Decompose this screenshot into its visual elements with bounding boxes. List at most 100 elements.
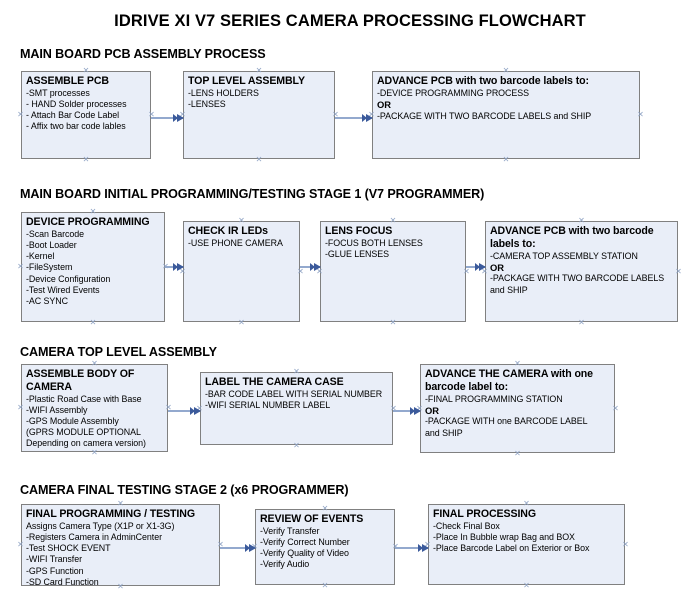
process-box-line: -Plastic Road Case with Base (26, 393, 142, 404)
process-box-line-list: -Scan Barcode-Boot Loader-Kernel-FileSys… (26, 229, 161, 307)
process-box-line: -LENS HOLDERS (188, 88, 259, 98)
process-box-line: -SD Card Function (26, 576, 99, 586)
process-box-line: -GPS Function (26, 565, 84, 576)
process-box-line: -BAR CODE LABEL WITH SERIAL NUMBER (205, 389, 383, 399)
process-box[interactable]: FINAL PROCESSING -Check Final Box-Place … (428, 504, 625, 585)
flow-arrow-7 (393, 407, 421, 415)
process-box-line: -Kernel (26, 251, 55, 262)
process-box-line-list: -FOCUS BOTH LENSES-GLUE LENSES (325, 238, 462, 260)
process-box-line: - Attach Bar Code Label (26, 110, 120, 121)
process-box-line: -PACKAGE WITH TWO BARCODE LABELS (490, 273, 665, 284)
process-box-line: -USE PHONE CAMERA (188, 238, 283, 248)
process-box-line-list: -SMT processes- HAND Solder processes- A… (26, 88, 147, 133)
process-box-line: -PACKAGE WITH one BARCODE LABEL (425, 416, 588, 427)
process-box[interactable]: LENS FOCUS-FOCUS BOTH LENSES-GLUE LENSES (320, 221, 466, 322)
process-box-line-list: -LENS HOLDERS-LENSES (188, 88, 331, 110)
process-box-line: (GPRS MODULE OPTIONAL (26, 426, 141, 437)
process-box[interactable]: DEVICE PROGRAMMING-Scan Barcode-Boot Loa… (21, 212, 165, 322)
flow-arrow-1 (151, 114, 184, 122)
process-box-line: -Scan Barcode (26, 229, 85, 239)
process-box-line: and SHIP (490, 284, 528, 295)
flow-arrow-3 (165, 263, 184, 271)
process-box-line: -FileSystem (26, 262, 73, 273)
process-box-line: -Check Final Box (433, 521, 500, 531)
process-box-title: ASSEMBLE BODY OF CAMERA (26, 368, 135, 393)
process-box-title: ASSEMBLE PCB (26, 75, 109, 87)
process-box-line: -Device Configuration (26, 273, 111, 284)
process-box-line: - HAND Solder processes (26, 99, 127, 110)
process-box-line: -GPS Module Assembly (26, 415, 119, 426)
flow-arrow-6 (168, 407, 201, 415)
flow-arrow-9 (395, 544, 429, 552)
process-box-line-list: -BAR CODE LABEL WITH SERIAL NUMBER-WIFI … (205, 389, 389, 411)
process-box-title: DEVICE PROGRAMMING (26, 216, 150, 228)
process-box-line: Assigns Camera Type (X1P or X1-3G) (26, 521, 175, 531)
process-box-line: OR (425, 404, 439, 416)
process-box-line: -WIFI Assembly (26, 404, 88, 415)
section-heading-4: CAMERA FINAL TESTING STAGE 2 (x6 PROGRAM… (20, 483, 349, 497)
process-box-title: REVIEW OF EVENTS (260, 513, 364, 525)
process-box-line: -Place Barcode Label on Exterior or Box (433, 543, 590, 554)
process-box[interactable]: REVIEW OF EVENTS-Verify Transfer-Verify … (255, 509, 395, 585)
process-box-line: -FINAL PROGRAMMING STATION (425, 393, 563, 404)
process-box-line: -SMT processes (26, 88, 90, 98)
process-box-line: -Verify Audio (260, 559, 310, 570)
process-box-title: ADVANCE PCB with two barcode labels to: (490, 225, 654, 250)
page-title: IDRIVE XI V7 SERIES CAMERA PROCESSING FL… (114, 12, 586, 30)
process-box-title: CHECK IR LEDs (188, 225, 268, 237)
section-heading-2: MAIN BOARD INITIAL PROGRAMMING/TESTING S… (20, 187, 485, 201)
process-box[interactable]: CHECK IR LEDs-USE PHONE CAMERA (183, 221, 300, 322)
section-heading-3: CAMERA TOP LEVEL ASSEMBLY (20, 345, 217, 359)
process-box-title: ADVANCE PCB with two barcode labels to: (377, 75, 589, 87)
flow-arrow-5 (466, 263, 486, 271)
process-box-line: -CAMERA TOP ASSEMBLY STATION (490, 250, 638, 261)
process-box-line: -Test SHOCK EVENT (26, 543, 111, 554)
process-box-line: -PACKAGE WITH TWO BARCODE LABELS and SHI… (377, 110, 592, 121)
section-heading-1: MAIN BOARD PCB ASSEMBLY PROCESS (20, 47, 266, 61)
process-box-line: -AC SYNC (26, 295, 69, 306)
process-box[interactable]: ADVANCE THE CAMERA with one barcode labe… (420, 364, 615, 453)
process-box[interactable]: ASSEMBLE BODY OF CAMERA-Plastic Road Cas… (21, 364, 168, 452)
process-box-line: -GLUE LENSES (325, 249, 390, 260)
process-box-title: LABEL THE CAMERA CASE (205, 376, 344, 388)
process-box-line: and SHIP (425, 427, 463, 438)
process-box-title: ADVANCE THE CAMERA with one barcode labe… (425, 368, 593, 393)
process-box[interactable]: TOP LEVEL ASSEMBLY-LENS HOLDERS-LENSES (183, 71, 335, 159)
process-box-line: OR (490, 261, 504, 273)
process-box-title: FINAL PROGRAMMING / TESTING (26, 508, 195, 520)
process-box-line: -LENSES (188, 99, 226, 110)
process-box-line-list: -Plastic Road Case with Base-WIFI Assemb… (26, 394, 164, 450)
process-box-line: -Registers Camera in AdminCenter (26, 532, 163, 543)
process-box-line-list: Assigns Camera Type (X1P or X1-3G)-Regis… (26, 521, 216, 586)
process-box-line: -DEVICE PROGRAMMING PROCESS (377, 88, 530, 98)
process-box-line: -WIFI Transfer (26, 554, 83, 565)
process-box-line: -WIFI SERIAL NUMBER LABEL (205, 400, 331, 411)
process-box-line: - Affix two bar code lables (26, 121, 126, 132)
process-box-line: -Verify Transfer (260, 526, 320, 536)
process-box-line: -Test Wired Events (26, 284, 100, 295)
process-box-line-list: -Check Final Box-Place In Bubble wrap Ba… (433, 521, 621, 554)
process-box-title: FINAL PROCESSING (433, 508, 536, 520)
process-box-line-list: -USE PHONE CAMERA (188, 238, 296, 249)
flow-arrow-2 (335, 114, 373, 122)
process-box-line: -Verify Correct Number (260, 537, 350, 548)
flow-arrow-4 (300, 263, 321, 271)
process-box-line: OR (377, 99, 391, 111)
flow-arrow-8 (220, 544, 256, 552)
process-box-line-list: -Verify Transfer-Verify Correct Number-V… (260, 526, 391, 571)
process-box[interactable]: ADVANCE PCB with two barcode labels to:-… (372, 71, 640, 159)
process-box[interactable]: ADVANCE PCB with two barcode labels to:-… (485, 221, 678, 322)
process-box-title: TOP LEVEL ASSEMBLY (188, 75, 305, 87)
process-box[interactable]: ASSEMBLE PCB-SMT processes- HAND Solder … (21, 71, 151, 159)
process-box[interactable]: LABEL THE CAMERA CASE-BAR CODE LABEL WIT… (200, 372, 393, 445)
process-box-line: -Verify Quality of Video (260, 548, 349, 559)
process-box-line: -Place In Bubble wrap Bag and BOX (433, 532, 575, 543)
process-box-line: -FOCUS BOTH LENSES (325, 238, 423, 248)
process-box-line: Depending on camera version) (26, 438, 146, 448)
process-box-title: LENS FOCUS (325, 225, 393, 237)
